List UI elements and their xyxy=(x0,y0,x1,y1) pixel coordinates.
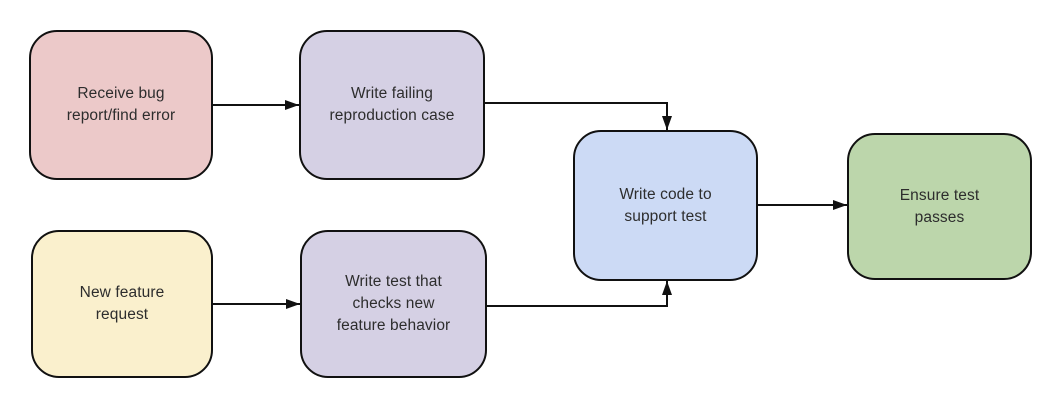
flow-edge-test-to-code xyxy=(487,281,672,307)
flow-node-ensure-test-passes: Ensure test passes xyxy=(847,133,1032,280)
flow-node-label: Write code to support test xyxy=(619,185,712,225)
flow-node-write-failing-reproduction-case: Write failing reproduction case xyxy=(299,30,485,180)
flow-node-new-feature-request: New feature request xyxy=(31,230,213,378)
flow-node-label: Write failing reproduction case xyxy=(329,85,455,124)
flow-node-write-test-checks-new-feature-behavior: Write test that checks new feature behav… xyxy=(300,230,487,378)
flow-node-receive-bug-report: Receive bug report/find error xyxy=(29,30,213,180)
flow-node-label: Receive bug report/find error xyxy=(66,85,176,124)
flow-edge-repro-to-code xyxy=(485,102,672,130)
flow-node-label: New feature request xyxy=(79,284,165,323)
flow-node-write-code-to-support-test: Write code to support test xyxy=(573,130,758,281)
flow-node-label: Write test that checks new feature behav… xyxy=(336,273,451,334)
flow-node-label: Ensure test passes xyxy=(899,186,980,226)
